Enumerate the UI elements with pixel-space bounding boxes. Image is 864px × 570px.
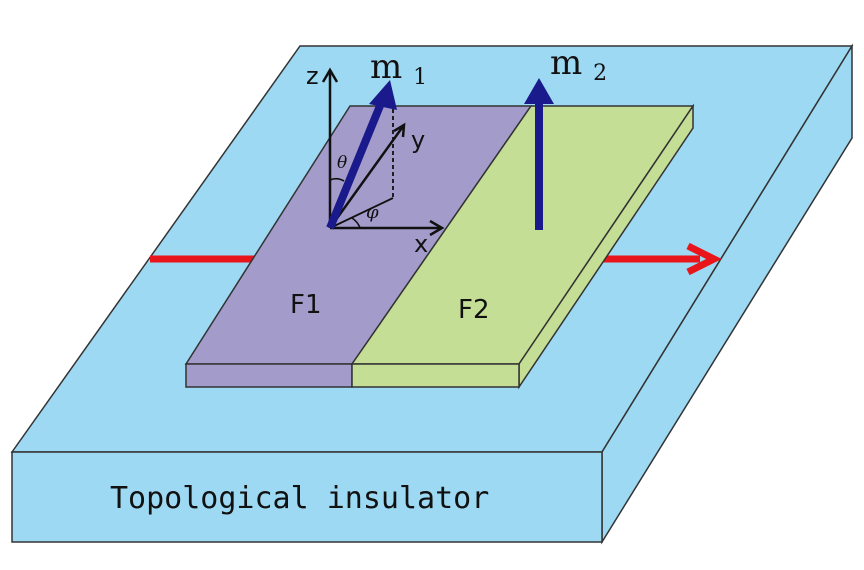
m2-subscript: 2 — [593, 61, 607, 86]
m2-arrow-head — [524, 78, 554, 104]
m1-arrow-head — [369, 80, 397, 110]
m1-subscript: 1 — [413, 65, 427, 90]
magnetization-m2-arrow: m 2 — [524, 43, 607, 230]
phi-label: φ — [366, 202, 379, 223]
substrate-label: Topological insulator — [110, 481, 489, 516]
current-arrow-head — [686, 242, 722, 276]
m2-symbol: m — [550, 43, 582, 83]
f1-label: F1 — [290, 290, 322, 320]
f1-front-face — [185, 363, 353, 388]
phi-arc — [351, 217, 361, 229]
y-axis — [328, 124, 406, 229]
theta-arc — [329, 177, 345, 182]
current-arrow — [150, 242, 722, 276]
magnetization-m1-arrow: m 1 — [326, 47, 427, 230]
theta-label: θ — [337, 153, 347, 173]
m1-inplane-projection — [329, 197, 394, 229]
x-axis-head — [429, 219, 445, 237]
ferromagnet-f2: F2 — [350, 103, 695, 390]
substrate-front-face — [11, 451, 603, 543]
m1-arrow-shaft — [326, 94, 388, 230]
x-axis-label: x — [414, 230, 428, 258]
f2-front-face — [351, 363, 520, 388]
z-axis-head — [321, 67, 339, 83]
y-axis-head — [393, 122, 406, 138]
f2-label: F2 — [458, 295, 490, 325]
y-axis-label: y — [411, 126, 425, 154]
m2-label: m 2 — [550, 43, 607, 86]
coordinate-axes: z x y θ φ — [306, 62, 445, 258]
m1-symbol: m — [370, 47, 402, 87]
z-axis-label: z — [306, 62, 319, 90]
m1-label: m 1 — [370, 47, 427, 90]
